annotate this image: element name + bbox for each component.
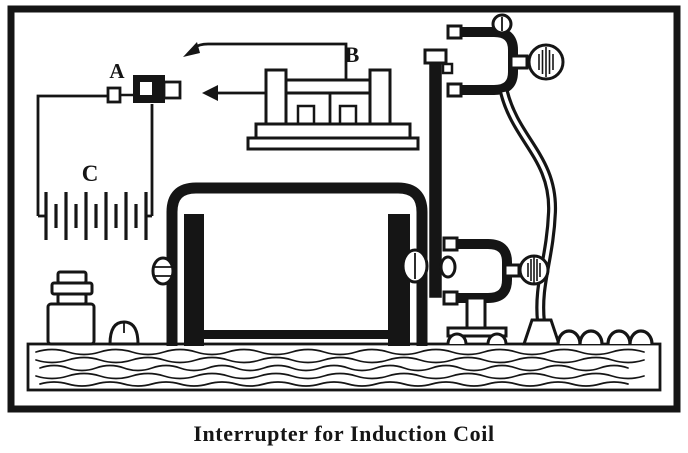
label-c: C	[82, 161, 99, 186]
mid-clamp	[442, 236, 550, 345]
adjust-screw	[151, 256, 175, 286]
label-a: A	[109, 59, 125, 83]
arrow-icon	[183, 42, 200, 57]
binding-post	[628, 329, 654, 345]
induction-coil	[151, 182, 429, 346]
spring-strip	[423, 48, 457, 298]
top-clamp	[446, 13, 565, 98]
binding-posts	[108, 320, 654, 346]
jar	[46, 270, 96, 346]
label-b: B	[345, 42, 360, 67]
binding-post	[606, 329, 632, 345]
contact-breaker-assembly	[246, 68, 420, 151]
binding-post	[556, 329, 582, 345]
interrupter-contact-block	[106, 75, 182, 104]
support-arm	[499, 90, 562, 346]
battery-symbol	[38, 192, 152, 240]
figure-caption: Interrupter for Induction Coil	[193, 421, 495, 446]
binding-post	[578, 329, 604, 345]
arrow-icon	[202, 85, 218, 101]
wood-base	[26, 342, 662, 392]
adjust-screw	[401, 248, 429, 284]
